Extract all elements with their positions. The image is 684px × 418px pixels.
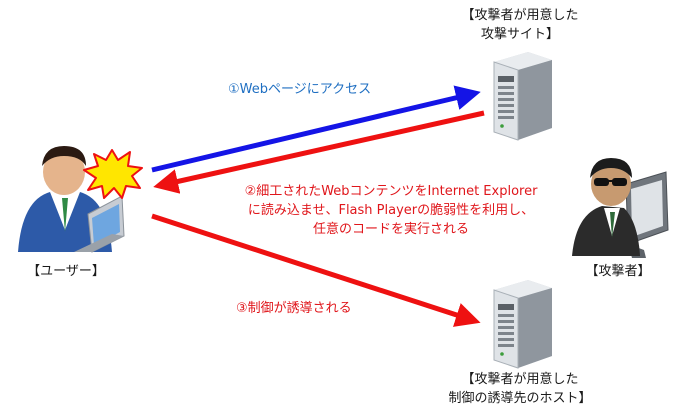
attack-site-label-line2: 攻撃サイト】 bbox=[480, 27, 559, 42]
user-label: 【ユーザー】 bbox=[27, 264, 105, 279]
redirect-host-label-line1: 【攻撃者が用意した bbox=[461, 372, 579, 387]
redirect-host-label-line2: 制御の誘導先のホスト】 bbox=[448, 391, 592, 406]
malicious-content-arrow bbox=[153, 110, 485, 194]
step2-line1: ②細工されたWebコンテンツをInternet Explorer bbox=[244, 184, 538, 199]
step3-text: ③制御が誘導される bbox=[236, 301, 352, 316]
attack-site-label: 【攻撃者が用意した 攻撃サイト】 bbox=[430, 6, 610, 44]
attacker-label: 【攻撃者】 bbox=[585, 264, 651, 279]
attack-site-label-line1: 【攻撃者が用意した bbox=[461, 8, 579, 23]
step2-line2: に読み込ませ、Flash Playerの脆弱性を利用し、 bbox=[247, 203, 535, 218]
access-arrow bbox=[151, 85, 481, 173]
redirect-arrow bbox=[151, 213, 481, 327]
step2-line3: 任意のコードを実行される bbox=[312, 222, 469, 237]
step1-text: ①Webページにアクセス bbox=[228, 82, 372, 97]
redirect-host-label: 【攻撃者が用意した 制御の誘導先のホスト】 bbox=[420, 370, 620, 408]
step2-text: ②細工されたWebコンテンツをInternet Explorer に読み込ませ、… bbox=[226, 182, 556, 239]
